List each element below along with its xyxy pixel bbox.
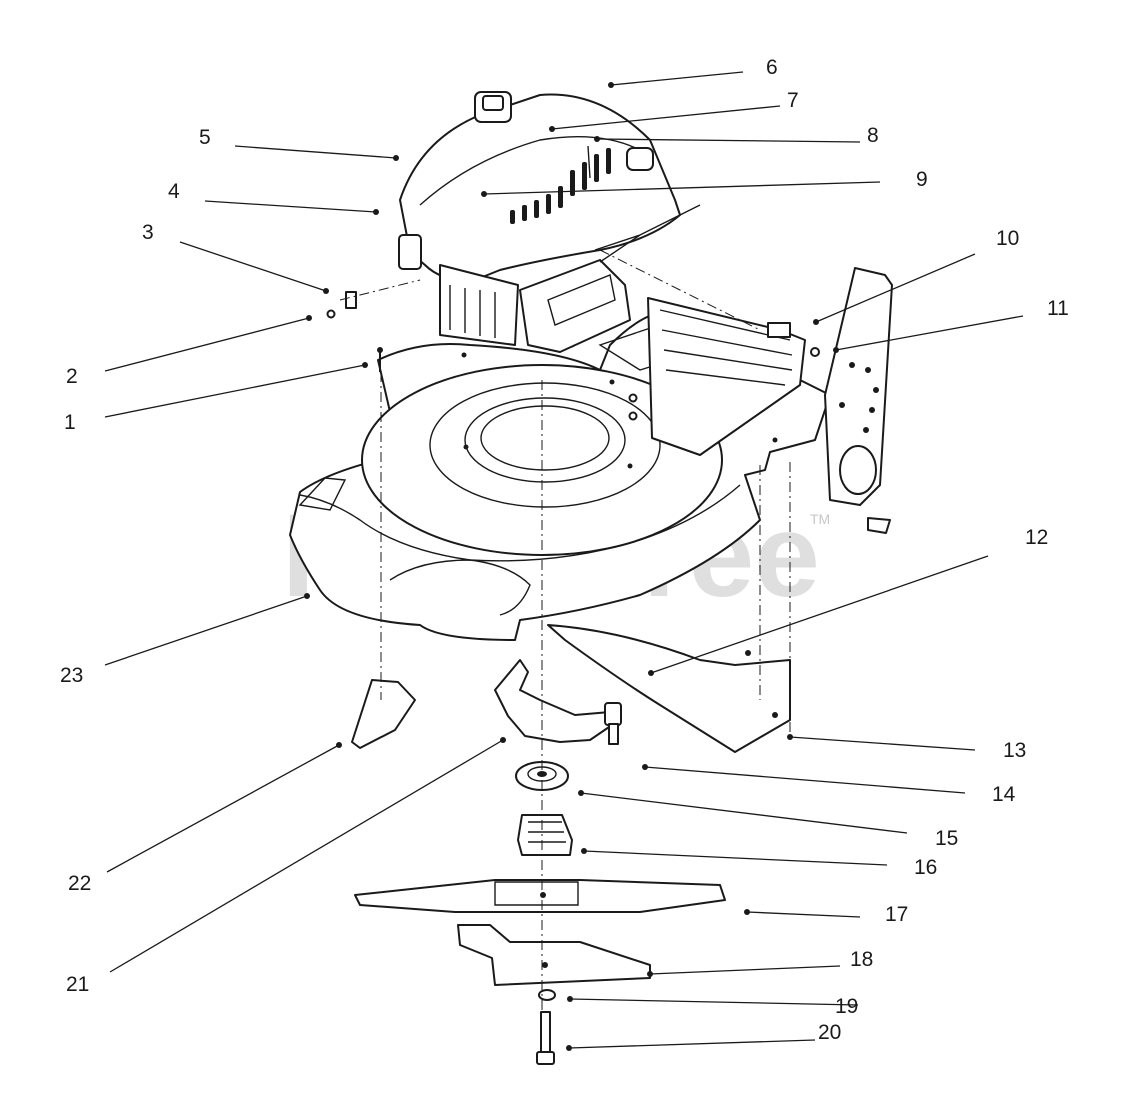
- engine-assembly: [398, 91, 701, 353]
- callout-4: 4: [168, 180, 180, 203]
- callout-18: 18: [850, 948, 873, 971]
- blade-adapter: [517, 814, 573, 856]
- blade-bolt: [536, 1011, 555, 1065]
- callout-21: 21: [66, 973, 89, 996]
- leader-dots: [304, 82, 839, 1051]
- watermark-trademark: TM: [810, 511, 830, 527]
- blade-stiffener: [457, 924, 651, 986]
- callout-5: 5: [199, 126, 211, 149]
- callout-10: 10: [996, 227, 1019, 250]
- callout-labels: 1 2 3 4 5 6 7 8 9 10 11 12 13 14 15 16 1…: [60, 56, 1069, 1044]
- callout-12: 12: [1025, 526, 1048, 549]
- cutting-blade: [354, 879, 726, 913]
- callout-14: 14: [992, 783, 1016, 806]
- callout-1: 1: [64, 411, 76, 434]
- callout-6: 6: [766, 56, 778, 79]
- callout-8: 8: [867, 124, 879, 147]
- assembly-centerlines: [339, 249, 791, 1012]
- height-adjust-bracket: [824, 267, 893, 534]
- engine-cover-vents: [510, 148, 611, 224]
- callout-17: 17: [885, 903, 908, 926]
- callout-11: 11: [1047, 297, 1069, 320]
- leader-lines: [104, 71, 1024, 1049]
- baffle-part-22: [351, 679, 416, 749]
- small-hardware: [326, 145, 820, 421]
- callout-2: 2: [66, 365, 78, 388]
- callout-16: 16: [914, 856, 937, 879]
- grass-deflector: [647, 297, 806, 456]
- blade-mount-bracket: [494, 659, 622, 745]
- callout-13: 13: [1003, 739, 1026, 762]
- callout-23: 23: [60, 664, 83, 687]
- callout-9: 9: [916, 168, 928, 191]
- callout-7: 7: [787, 89, 799, 112]
- callout-22: 22: [68, 872, 91, 895]
- callout-15: 15: [935, 827, 958, 850]
- callout-19: 19: [835, 995, 858, 1018]
- washer: [538, 989, 556, 1001]
- callout-3: 3: [142, 221, 154, 244]
- callout-20: 20: [818, 1021, 841, 1044]
- lower-shield-bracket: [547, 624, 791, 753]
